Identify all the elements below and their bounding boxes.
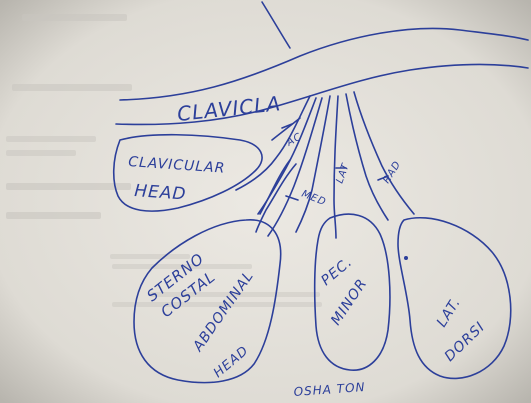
ink-dot bbox=[404, 256, 408, 260]
label-clavicular-head-line2: HEAD bbox=[134, 181, 188, 205]
